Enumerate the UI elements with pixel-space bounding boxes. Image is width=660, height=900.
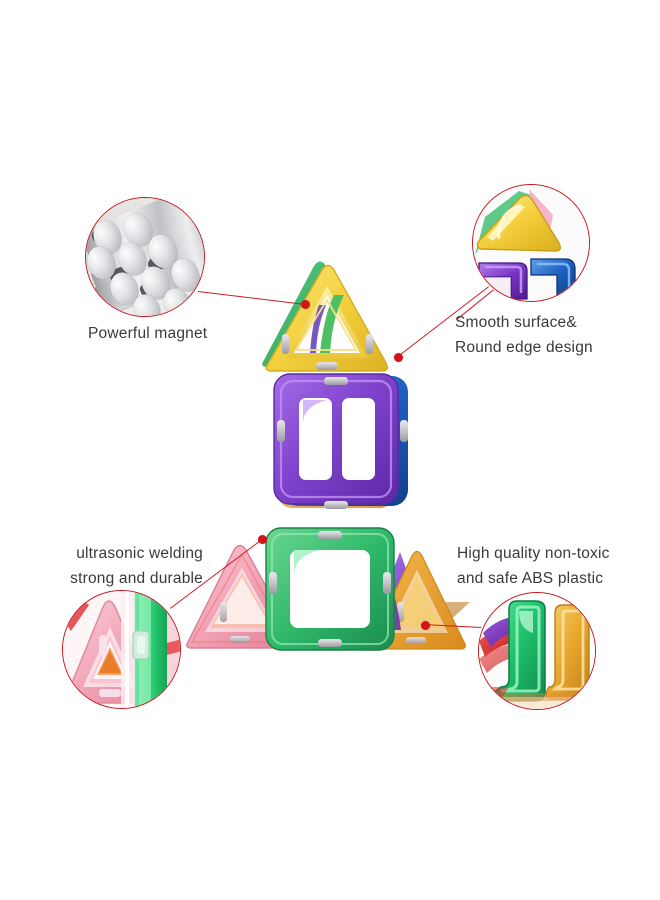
callout-line-1: ultrasonic welding [76,545,203,562]
callout-label-ultrasonic-welding: ultrasonic welding strong and durable [70,541,203,591]
callout-label-smooth-surface: Smooth surface&Round edge design [455,310,593,360]
lens-ultrasonic-welding [62,590,181,709]
callout-line-1: High quality non-toxic [457,545,610,562]
callout-line-2: Round edge design [455,339,593,356]
callout-line-2: and safe ABS plastic [457,570,604,587]
callout-line-2: strong and durable [70,570,203,587]
tile-top-triangle [262,261,389,372]
leader-dot-smooth-surface [394,353,403,362]
leader-dot-powerful-magnet [301,300,310,309]
tile-bottom-square-green [265,527,395,651]
tile-middle-square-purple [273,373,408,509]
lens-smooth-surface [472,184,590,302]
callout-line-1: Smooth surface& [455,314,577,331]
leader-dot-ultrasonic-welding [258,535,267,544]
callout-label-abs-plastic: High quality non-toxic and safe ABS plast… [457,541,610,591]
callout-label-powerful-magnet: Powerful magnet [88,321,207,346]
callout-line-1: Powerful magnet [88,325,208,342]
lens-abs-plastic [478,592,596,710]
leader-dot-abs-plastic [421,621,430,630]
magnetic-tile-construction [185,261,470,651]
lens-powerful-magnet [85,197,205,317]
